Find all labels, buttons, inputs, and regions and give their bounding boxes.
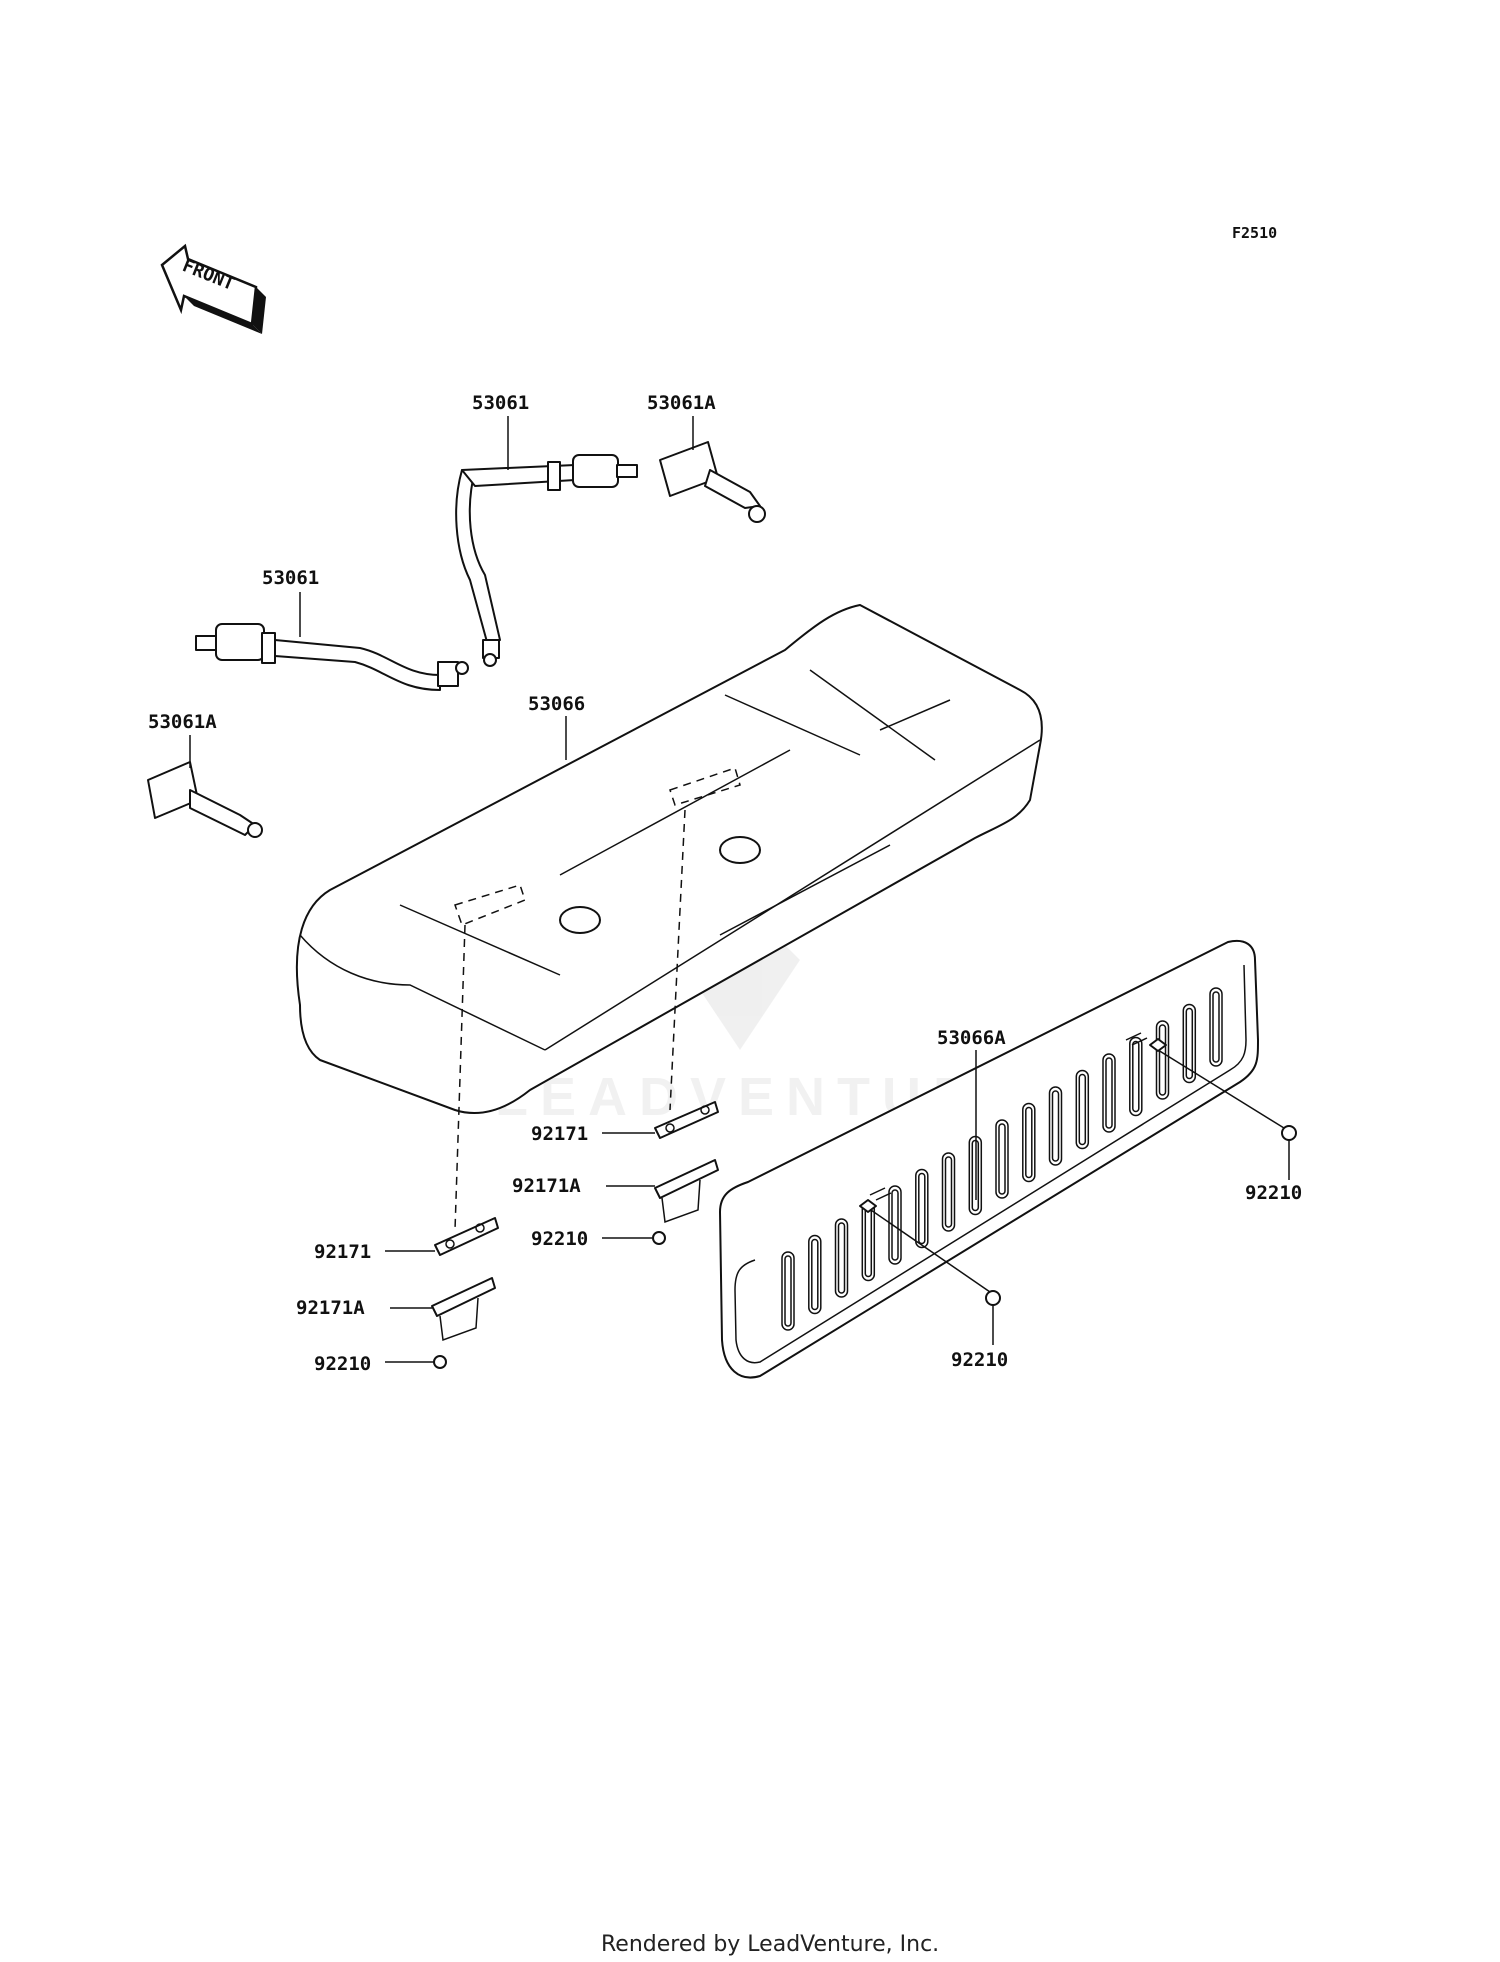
vent-slot [1075,1069,1090,1150]
vent-slot-inner [784,1255,792,1327]
bracket-left-92171a [431,1277,496,1342]
vent-slot [888,1185,902,1265]
buckle-left [147,761,263,838]
nut-panel-bottom [985,1290,1001,1306]
nut-center-label: 92210 [531,1228,588,1250]
bracket-left-a-label: 92171A [296,1297,365,1319]
vent-slot-inner [1212,991,1220,1063]
nut-left [433,1355,447,1369]
vent-slot [781,1251,795,1331]
back-panel [719,940,1285,1379]
seat-belt-right [455,454,638,667]
vent-slot-inner [1078,1073,1087,1146]
vent-slot [1022,1102,1036,1183]
buckle-left-label: 53061A [148,711,217,733]
bracket-left-92171 [434,1217,499,1256]
nut-panel-right-label: 92210 [1245,1182,1302,1204]
seat-label: 53066 [528,693,585,715]
belt-left-label: 53061 [262,567,319,589]
vent-slot-inner [944,1156,953,1228]
vent-slot [1048,1086,1063,1166]
vent-slot [808,1234,822,1315]
vent-slot [1209,987,1223,1067]
vent-slot [1129,1036,1143,1117]
vent-slot [1102,1053,1116,1133]
nut-panel-right [1281,1125,1297,1141]
buckle-right-label: 53061A [647,392,716,414]
vent-slot-inner [837,1222,846,1294]
bracket-center-a-label: 92171A [512,1175,581,1197]
panel-slots [781,987,1223,1331]
nut-panel-bottom-label: 92210 [951,1349,1008,1371]
seat-belt-left [195,623,469,691]
vent-slot-inner [811,1238,819,1311]
front-arrow-icon: FRONT [160,243,266,334]
vent-slot [1182,1003,1197,1084]
bracket-center-92171a [654,1159,719,1224]
buckle-right [659,441,766,523]
nut-center [652,1231,666,1245]
vent-slot-inner [1105,1057,1113,1129]
vent-slot [941,1152,956,1232]
bracket-left-label: 92171 [314,1241,371,1263]
vent-slot-inner [1158,1024,1167,1096]
footer-credit: Rendered by LeadVenture, Inc. [601,1932,939,1957]
vent-slot-inner [998,1123,1006,1195]
vent-slot-inner [1051,1090,1060,1162]
vent-slot-inner [918,1172,926,1245]
vent-slot [995,1119,1009,1199]
nut-left-label: 92210 [314,1353,371,1375]
back-panel-label: 53066A [937,1027,1006,1049]
vent-slot [834,1218,849,1298]
belt-right-label: 53061 [472,392,529,414]
reference-code: F2510 [1232,224,1277,242]
vent-slot-inner [1132,1040,1140,1113]
vent-slot-inner [1025,1106,1033,1179]
vent-slot-inner [1185,1007,1194,1080]
vent-slot [915,1168,929,1249]
bracket-center-label: 92171 [531,1123,588,1145]
seat-cushion [295,604,1043,1231]
vent-slot [1155,1020,1170,1100]
bracket-center-92171 [654,1101,719,1139]
